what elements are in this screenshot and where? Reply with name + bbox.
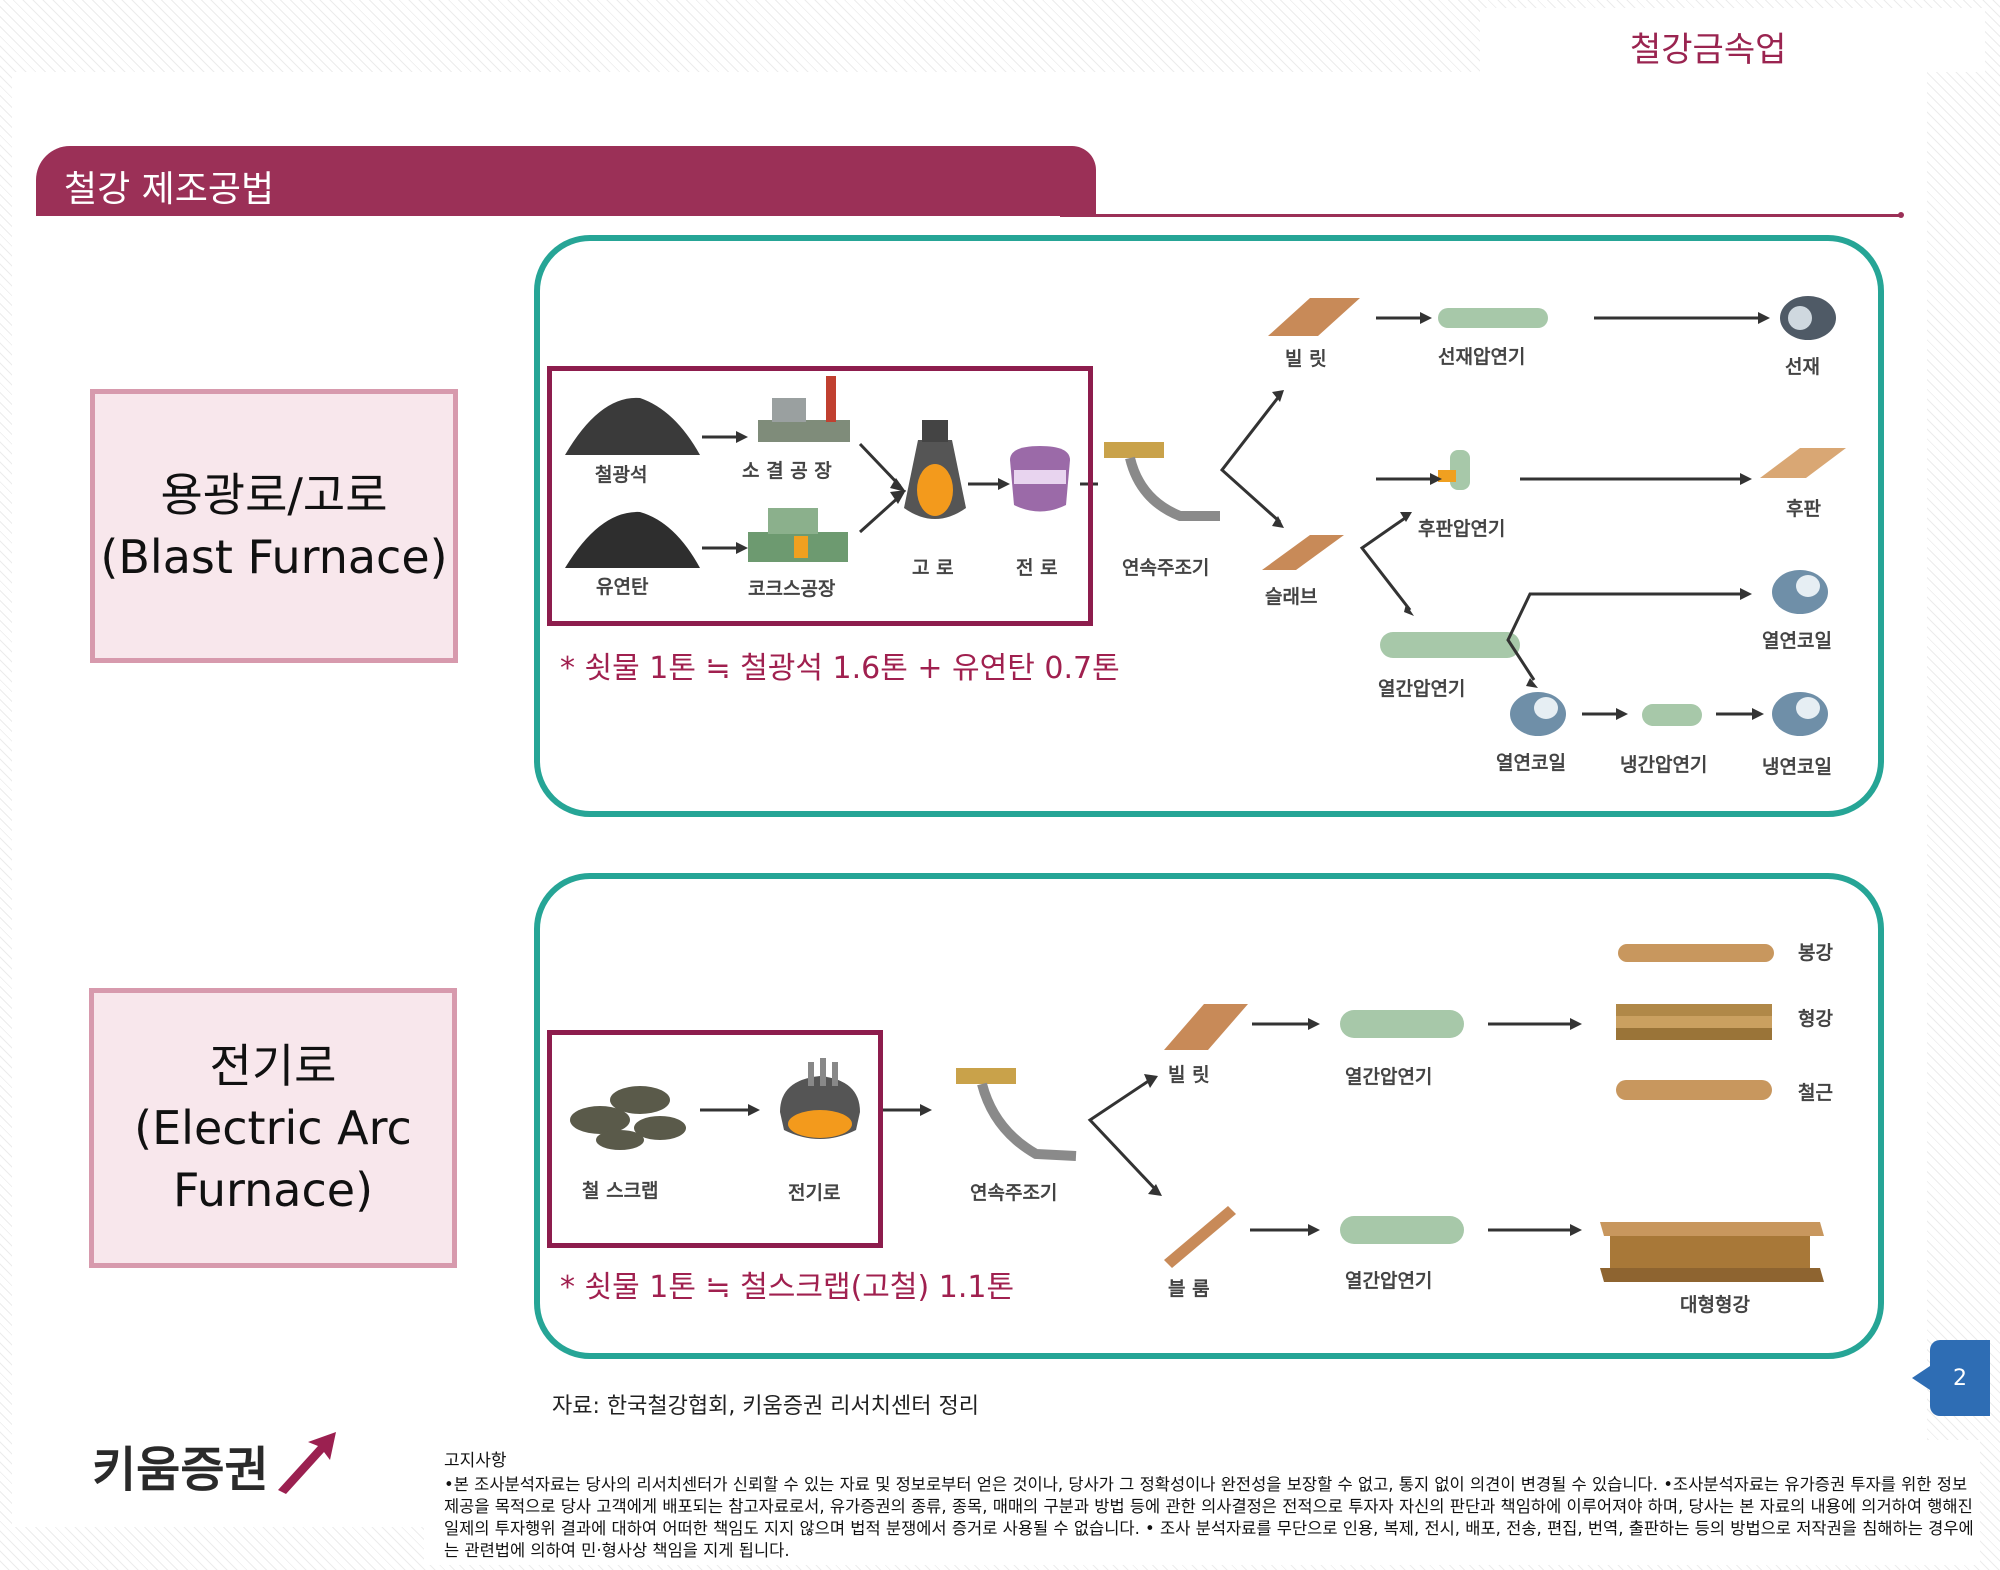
logo-arrow-icon — [278, 1432, 336, 1494]
electric-arc-label-english-2: Furnace) — [172, 1163, 374, 1217]
page-number: 2 — [1953, 1365, 1967, 1391]
billet-label-2: 빌 릿 — [1168, 1064, 1210, 1086]
disclaimer-box — [424, 1440, 1980, 1565]
billet-label: 빌 릿 — [1285, 348, 1327, 370]
large-section-label: 대형형강 — [1680, 1294, 1750, 1316]
industry-tab — [1480, 8, 1985, 72]
section-divider — [1060, 214, 1902, 217]
continuous-caster-label-2: 연속주조기 — [970, 1182, 1058, 1204]
disclaimer-title: 고지사항 — [444, 1451, 507, 1471]
hot-coil-label: 열연코일 — [1762, 630, 1832, 652]
coke-plant-label: 코크스공장 — [748, 578, 836, 600]
wire-rod-mill-label: 선재압연기 — [1438, 346, 1526, 368]
electric-arc-label-korean: 전기로 — [209, 1039, 337, 1093]
slab-label: 슬래브 — [1265, 586, 1318, 608]
blast-furnace-label-korean: 용광로/고로 — [160, 468, 388, 522]
section-title-bar — [36, 146, 1096, 216]
scrap-label: 철 스크랩 — [582, 1180, 659, 1202]
electric-arc-label-box: 전기로 (Electric Arc Furnace) — [89, 988, 457, 1268]
bloom-label: 블 룸 — [1168, 1278, 1210, 1300]
plate-mill-label: 후판압연기 — [1418, 518, 1506, 540]
section-divider-dot — [1898, 212, 1904, 218]
converter-label: 전 로 — [1016, 557, 1058, 579]
rebar-label: 철근 — [1798, 1082, 1833, 1104]
sinter-plant-label: 소 결 공 장 — [742, 460, 832, 482]
coal-label: 유연탄 — [596, 576, 649, 598]
electric-arc-note: * 쇳물 1톤 ≒ 철스크랩(고철) 1.1톤 — [560, 1270, 1015, 1305]
hot-coil-label-2: 열연코일 — [1496, 752, 1566, 774]
electric-arc-highlight-box — [547, 1030, 883, 1248]
kiwoom-logo-text: 키움증권 — [92, 1442, 269, 1498]
blast-furnace-highlight-box — [547, 366, 1093, 626]
hot-mill-label-2: 열간압연기 — [1345, 1270, 1433, 1292]
bar-label: 봉강 — [1798, 942, 1833, 964]
cold-mill-label: 냉간압연기 — [1620, 754, 1708, 776]
disclaimer-text: •본 조사분석자료는 당사의 리서치센터가 신뢰할 수 있는 자료 및 정보로부… — [444, 1475, 1974, 1560]
blast-furnace-label-box: 용광로/고로 (Blast Furnace) — [90, 389, 458, 663]
wire-rod-label: 선재 — [1785, 356, 1820, 378]
blast-furnace-label-english: (Blast Furnace) — [100, 530, 448, 584]
blast-furnace-note: * 쇳물 1톤 ≒ 철광석 1.6톤 + 유연탄 0.7톤 — [560, 651, 1120, 686]
section-steel-label: 형강 — [1798, 1008, 1833, 1030]
hot-strip-mill-label: 열간압연기 — [1378, 678, 1466, 700]
blast-furnace-node-label: 고 로 — [912, 557, 954, 579]
section-title: 철강 제조공법 — [64, 169, 275, 210]
iron-ore-label: 철광석 — [595, 464, 648, 486]
continuous-caster-label: 연속주조기 — [1122, 557, 1210, 579]
page-number-badge: 2 — [1912, 1340, 1990, 1416]
hot-mill-label: 열간압연기 — [1345, 1066, 1433, 1088]
industry-label: 철강금속업 — [1630, 30, 1787, 70]
cold-coil-label: 냉연코일 — [1762, 756, 1832, 778]
plate-label: 후판 — [1786, 498, 1821, 520]
source-note: 자료: 한국철강협회, 키움증권 리서치센터 정리 — [552, 1394, 979, 1419]
electric-arc-label-english-1: (Electric Arc — [134, 1101, 412, 1155]
eaf-label: 전기로 — [788, 1182, 841, 1204]
